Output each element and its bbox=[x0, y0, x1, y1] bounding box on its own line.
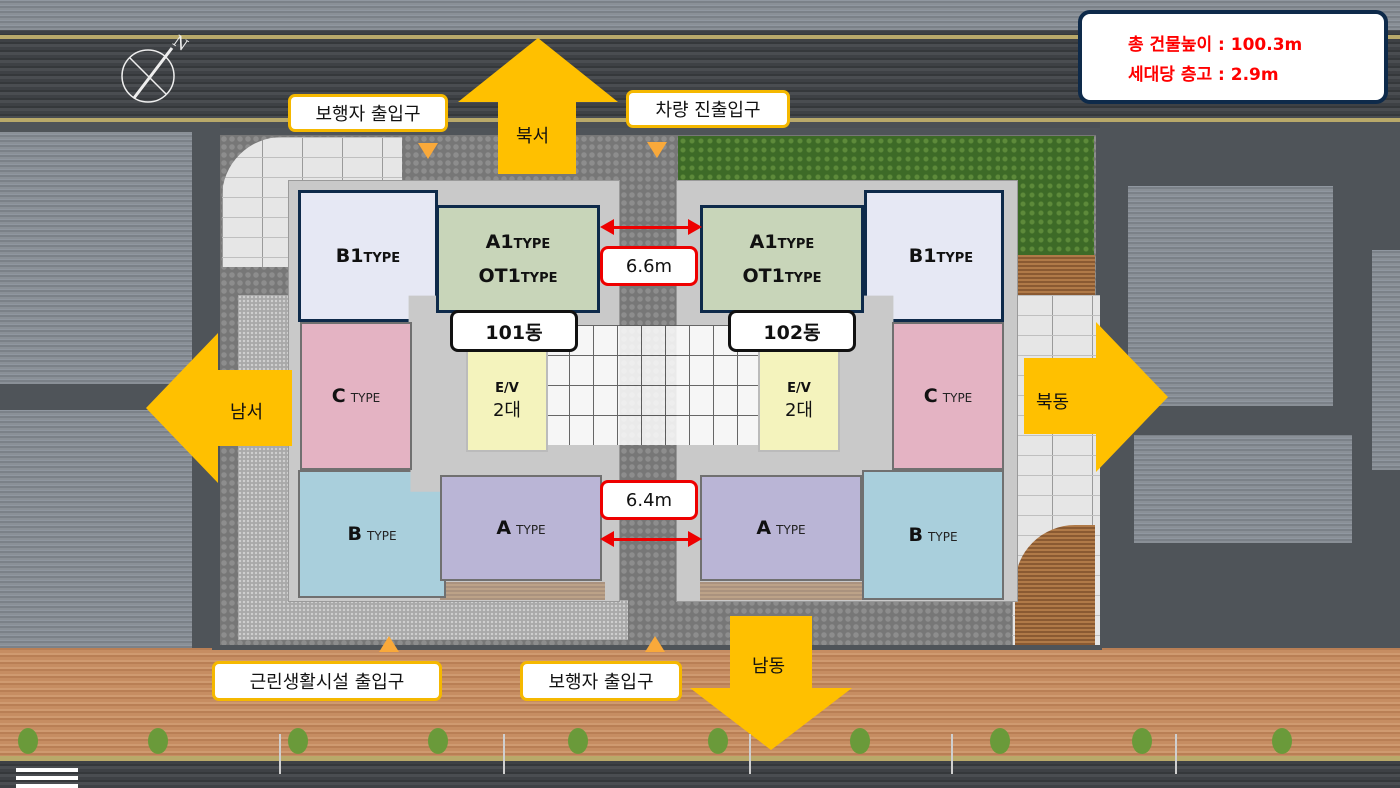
unit-102-b-type: B TYPE bbox=[862, 470, 1004, 600]
road-edge-line bbox=[0, 35, 1400, 39]
street-light-pole-icon bbox=[503, 734, 505, 774]
street-tree-icon bbox=[1132, 728, 1152, 754]
street-tree-icon bbox=[708, 728, 728, 754]
arrow-left-icon bbox=[146, 333, 292, 483]
gravel-west bbox=[238, 295, 288, 640]
arrow-up-icon bbox=[458, 38, 618, 174]
street-tree-icon bbox=[568, 728, 588, 754]
arrow-down-icon bbox=[690, 616, 852, 750]
street-tree-icon bbox=[1272, 728, 1292, 754]
entrance-marker-icon bbox=[645, 636, 665, 652]
callout-pedestrian-entrance-bottom: 보행자 출입구 bbox=[520, 661, 682, 701]
street-light-pole-icon bbox=[1175, 734, 1177, 774]
street-tree-icon bbox=[990, 728, 1010, 754]
distance-label-bottom: 6.4m bbox=[600, 480, 698, 520]
arrowhead-right-icon bbox=[688, 531, 702, 547]
unit-101-a-type: A TYPE bbox=[440, 475, 602, 581]
distance-label-top: 6.6m bbox=[600, 246, 698, 286]
arrowhead-left-icon bbox=[600, 531, 614, 547]
street-light-pole-icon bbox=[279, 734, 281, 774]
street-tree-icon bbox=[148, 728, 168, 754]
deck-east bbox=[1015, 255, 1095, 295]
neighbor-building-east-3 bbox=[1372, 250, 1400, 470]
floor-height-label: 세대당 층고 : 2.9m bbox=[1128, 65, 1279, 85]
unit-101-c-type: C TYPE bbox=[300, 322, 412, 470]
crosswalk bbox=[16, 764, 78, 788]
entrance-marker-icon bbox=[379, 636, 399, 652]
total-height-label: 총 건물높이 : 100.3m bbox=[1128, 35, 1303, 55]
elevator-102: E/V 2대 bbox=[758, 350, 840, 452]
neighbor-building-west-1 bbox=[0, 132, 192, 384]
distance-line-top bbox=[608, 226, 694, 229]
compass-north-icon: N bbox=[121, 31, 192, 103]
callout-commercial-entrance: 근린생활시설 출입구 bbox=[212, 661, 442, 701]
direction-label-north-west: 북서 bbox=[516, 126, 550, 147]
direction-label-north-east: 북동 bbox=[1036, 392, 1070, 413]
unit-101-a1-ot1-type: A1TYPE OT1TYPE bbox=[436, 205, 600, 313]
direction-label-south-west: 남서 bbox=[230, 402, 264, 423]
arrowhead-left-icon bbox=[600, 219, 614, 235]
street-tree-icon bbox=[850, 728, 870, 754]
core-stair-plan bbox=[545, 325, 760, 445]
deck-south-102 bbox=[700, 582, 865, 600]
road-south bbox=[0, 761, 1400, 788]
unit-102-a-type: A TYPE bbox=[700, 475, 862, 581]
building-101-label: 101동 bbox=[450, 310, 578, 352]
neighbor-building-east-2 bbox=[1134, 435, 1352, 543]
gravel-southwest bbox=[238, 600, 628, 640]
arrowhead-right-icon bbox=[688, 219, 702, 235]
arrow-right-icon bbox=[1024, 322, 1168, 472]
street-tree-icon bbox=[428, 728, 448, 754]
elevator-101: E/V 2대 bbox=[466, 350, 548, 452]
callout-pedestrian-entrance-top: 보행자 출입구 bbox=[288, 94, 448, 132]
unit-102-c-type: C TYPE bbox=[892, 322, 1004, 470]
unit-102-a1-ot1-type: A1TYPE OT1TYPE bbox=[700, 205, 864, 313]
street-light-pole-icon bbox=[951, 734, 953, 774]
street-tree-icon bbox=[288, 728, 308, 754]
neighbor-building-east-1 bbox=[1128, 186, 1333, 406]
direction-label-south-east: 남동 bbox=[752, 656, 786, 677]
deck-south-101 bbox=[440, 582, 605, 600]
building-info-box: 총 건물높이 : 100.3m 세대당 층고 : 2.9m bbox=[1078, 10, 1388, 104]
building-102-label: 102동 bbox=[728, 310, 856, 352]
entrance-marker-icon bbox=[647, 142, 667, 158]
street-tree-icon bbox=[18, 728, 38, 754]
road-edge-line bbox=[0, 756, 1400, 761]
street-light-pole-icon bbox=[749, 734, 751, 774]
entrance-marker-icon bbox=[418, 143, 438, 159]
svg-text:N: N bbox=[169, 31, 191, 55]
distance-line-bottom bbox=[608, 538, 694, 541]
callout-vehicle-entrance: 차량 진출입구 bbox=[626, 90, 790, 128]
neighbor-building-west-2 bbox=[0, 410, 192, 660]
